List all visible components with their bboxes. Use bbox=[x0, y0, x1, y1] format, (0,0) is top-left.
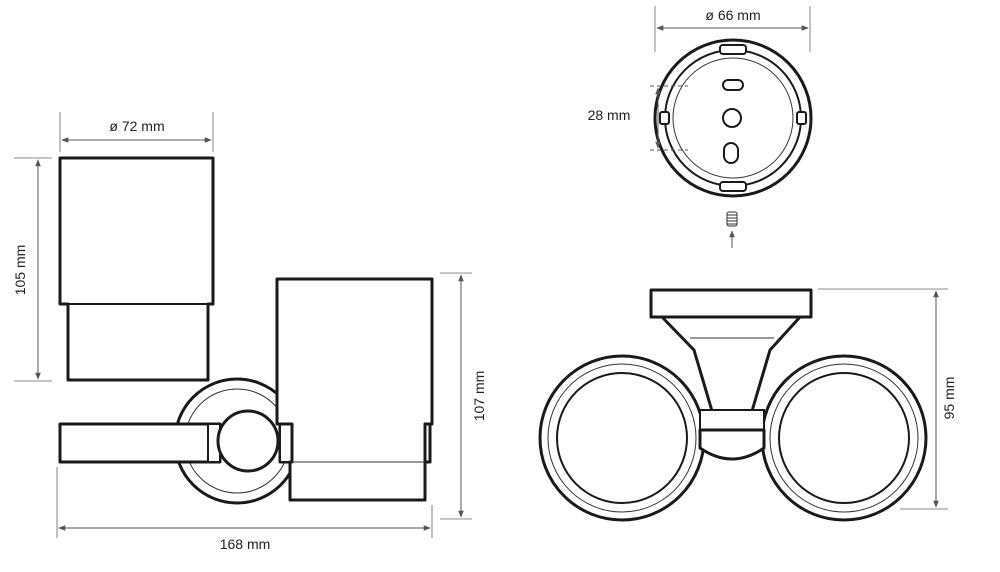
label-hole-spacing: 28 mm bbox=[588, 107, 631, 123]
label-top-view-height: 95 mm bbox=[941, 377, 957, 420]
dim-front-height: 107 mm bbox=[440, 272, 487, 520]
dim-left-cup-height: 105 mm bbox=[12, 157, 52, 382]
wall-plate-view bbox=[650, 38, 813, 248]
mounting-slot-top bbox=[722, 79, 744, 91]
label-total-width: 168 mm bbox=[220, 536, 271, 552]
label-front-height: 107 mm bbox=[471, 371, 487, 422]
center-knob bbox=[216, 409, 280, 473]
mounting-slot-bottom bbox=[723, 142, 739, 164]
right-glass-cup bbox=[275, 277, 434, 502]
dim-total-width: 168 mm bbox=[56, 467, 433, 552]
label-plate-diameter: ø 66 mm bbox=[705, 7, 760, 23]
dim-top-view-height: 95 mm bbox=[818, 288, 957, 510]
left-glass-cup bbox=[58, 156, 215, 382]
dim-hole-spacing: 28 mm bbox=[588, 87, 661, 149]
top-view bbox=[538, 288, 928, 522]
left-holder-arm bbox=[58, 422, 222, 464]
center-hub bbox=[698, 428, 766, 461]
bracket-plate bbox=[649, 288, 813, 319]
dim-left-cup-diameter: ø 72 mm bbox=[59, 112, 214, 152]
front-view bbox=[58, 156, 434, 505]
dim-plate-diameter: ø 66 mm bbox=[654, 6, 811, 52]
label-left-cup-diameter: ø 72 mm bbox=[109, 118, 164, 134]
label-left-cup-height: 105 mm bbox=[12, 245, 28, 296]
screw-icon bbox=[726, 211, 738, 227]
mounting-hole-center bbox=[722, 108, 742, 128]
